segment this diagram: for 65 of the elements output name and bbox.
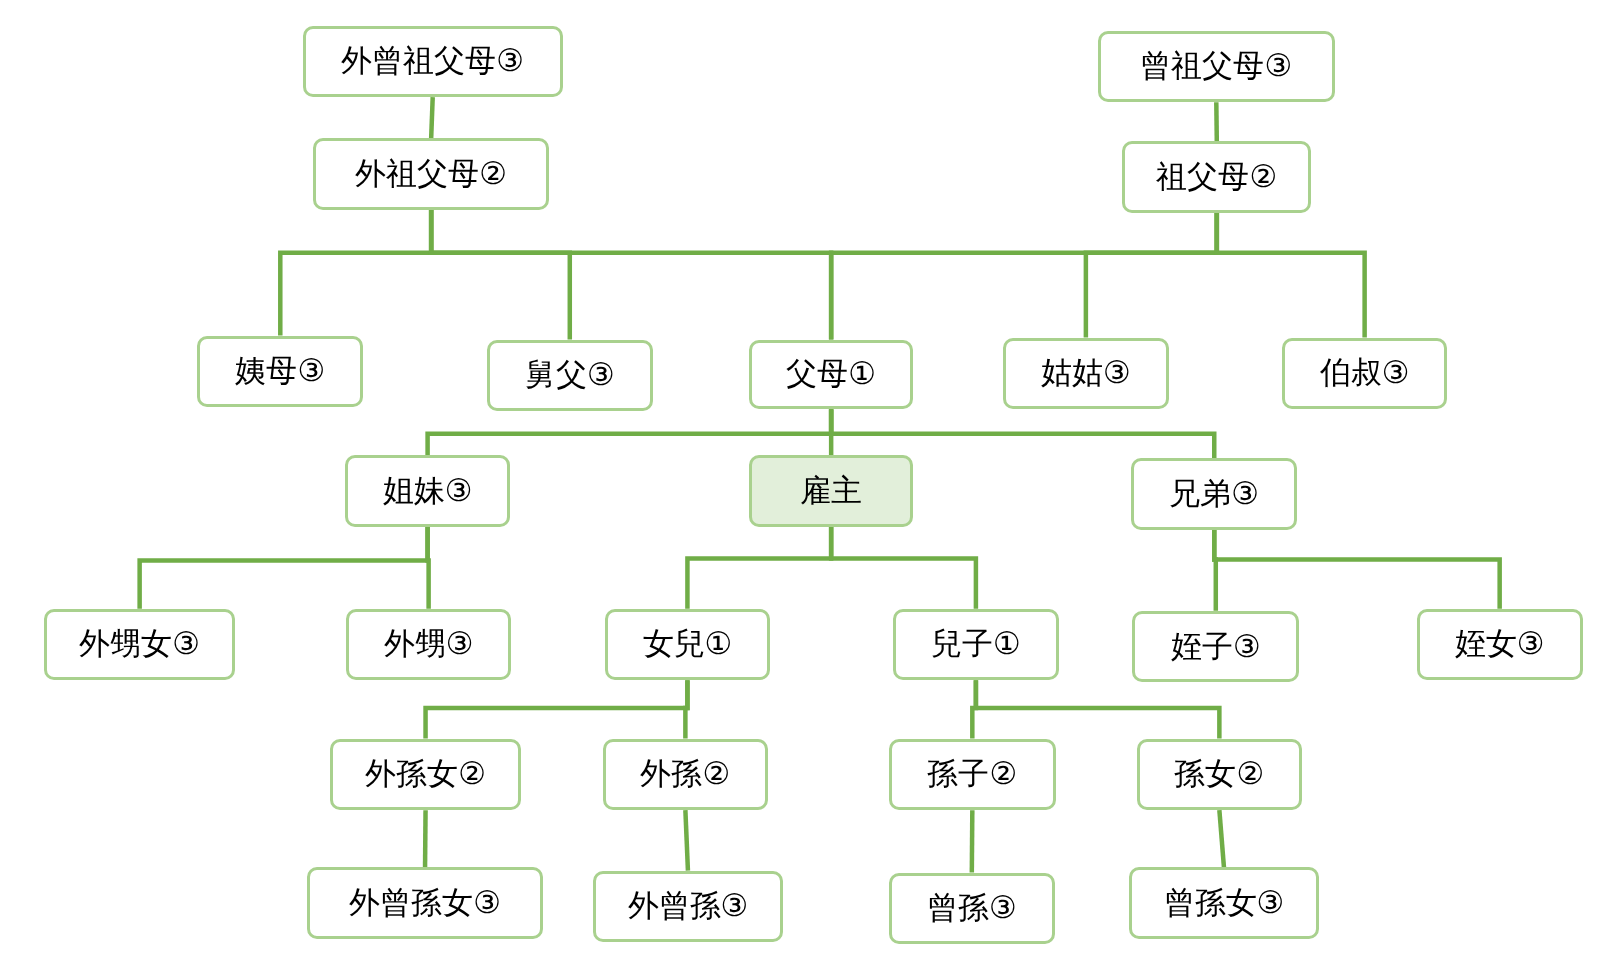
- relation-label: 外曾孫③: [627, 886, 749, 926]
- relation-box: [602, 738, 769, 811]
- connector-line: [1212, 529, 1502, 609]
- relation-box: [1129, 867, 1319, 940]
- relation-label: 父母①: [786, 354, 877, 394]
- relation-label: 姪女③: [1454, 624, 1545, 664]
- relation-label: 外曾孫女③: [349, 883, 501, 923]
- relation-box: [1002, 337, 1170, 410]
- connector-line: [1217, 810, 1227, 868]
- relation-box: [593, 870, 783, 943]
- highlighted-box: [748, 455, 914, 527]
- relation-box: [893, 608, 1059, 681]
- relation-label: 祖父母②: [1156, 156, 1278, 196]
- relation-label: 外曾祖父母③: [341, 41, 525, 81]
- connector-line: [422, 810, 428, 868]
- connector-line: [425, 526, 431, 609]
- relation-box: [1136, 738, 1303, 811]
- connector-line: [828, 526, 979, 609]
- relation-label: 外甥女③: [79, 624, 200, 664]
- relation-box: [748, 339, 914, 410]
- relation-label: 兒子①: [931, 624, 1021, 664]
- relation-box: [1132, 610, 1300, 683]
- relation-label: 外甥③: [383, 624, 474, 664]
- relation-label: 曾祖父母③: [1140, 46, 1293, 86]
- relation-box: [888, 738, 1056, 811]
- relation-box: [486, 339, 653, 412]
- relation-label: 姨母③: [235, 351, 326, 391]
- relation-label: 兄弟③: [1169, 474, 1260, 514]
- relation-label: 孫子②: [927, 754, 1018, 794]
- relation-label: 姐妹③: [382, 471, 473, 510]
- relation-box: [604, 608, 771, 681]
- connector-line: [1214, 212, 1367, 338]
- relation-label: 外孫②: [640, 754, 731, 794]
- relation-label: 姑姑③: [1040, 353, 1131, 393]
- relation-box: [1131, 458, 1298, 530]
- connector-line: [828, 409, 1217, 459]
- relation-box: [302, 25, 563, 98]
- relation-label: 曾孫③: [926, 888, 1017, 928]
- relation-label: 外祖父母②: [355, 153, 508, 193]
- relation-box: [1416, 608, 1583, 681]
- relation-box: [1097, 30, 1335, 103]
- relation-box: [344, 455, 511, 527]
- relation-label: 女兒①: [642, 624, 733, 664]
- relation-box: [1122, 141, 1312, 213]
- relation-box: [330, 738, 521, 811]
- relation-label: 雇主: [800, 471, 863, 510]
- connector-line: [973, 680, 1222, 739]
- relation-box: [345, 608, 512, 681]
- connector-line: [428, 97, 435, 139]
- connector-line: [969, 810, 975, 873]
- relation-box: [306, 867, 544, 940]
- relation-label: 孫女②: [1174, 754, 1265, 794]
- relation-label: 姪子③: [1170, 626, 1261, 666]
- relation-label: 舅父③: [524, 355, 615, 395]
- relation-label: 曾孫女③: [1163, 883, 1285, 923]
- connector-line: [1214, 102, 1220, 142]
- relation-label: 外孫女②: [365, 754, 486, 794]
- relation-box: [44, 608, 236, 681]
- connector-line: [683, 810, 691, 871]
- relation-box: [888, 872, 1055, 945]
- relation-box: [313, 138, 550, 210]
- relation-label: 伯叔③: [1319, 353, 1410, 393]
- relation-box: [197, 335, 364, 408]
- relation-box: [1281, 337, 1448, 410]
- connector-line: [683, 680, 690, 739]
